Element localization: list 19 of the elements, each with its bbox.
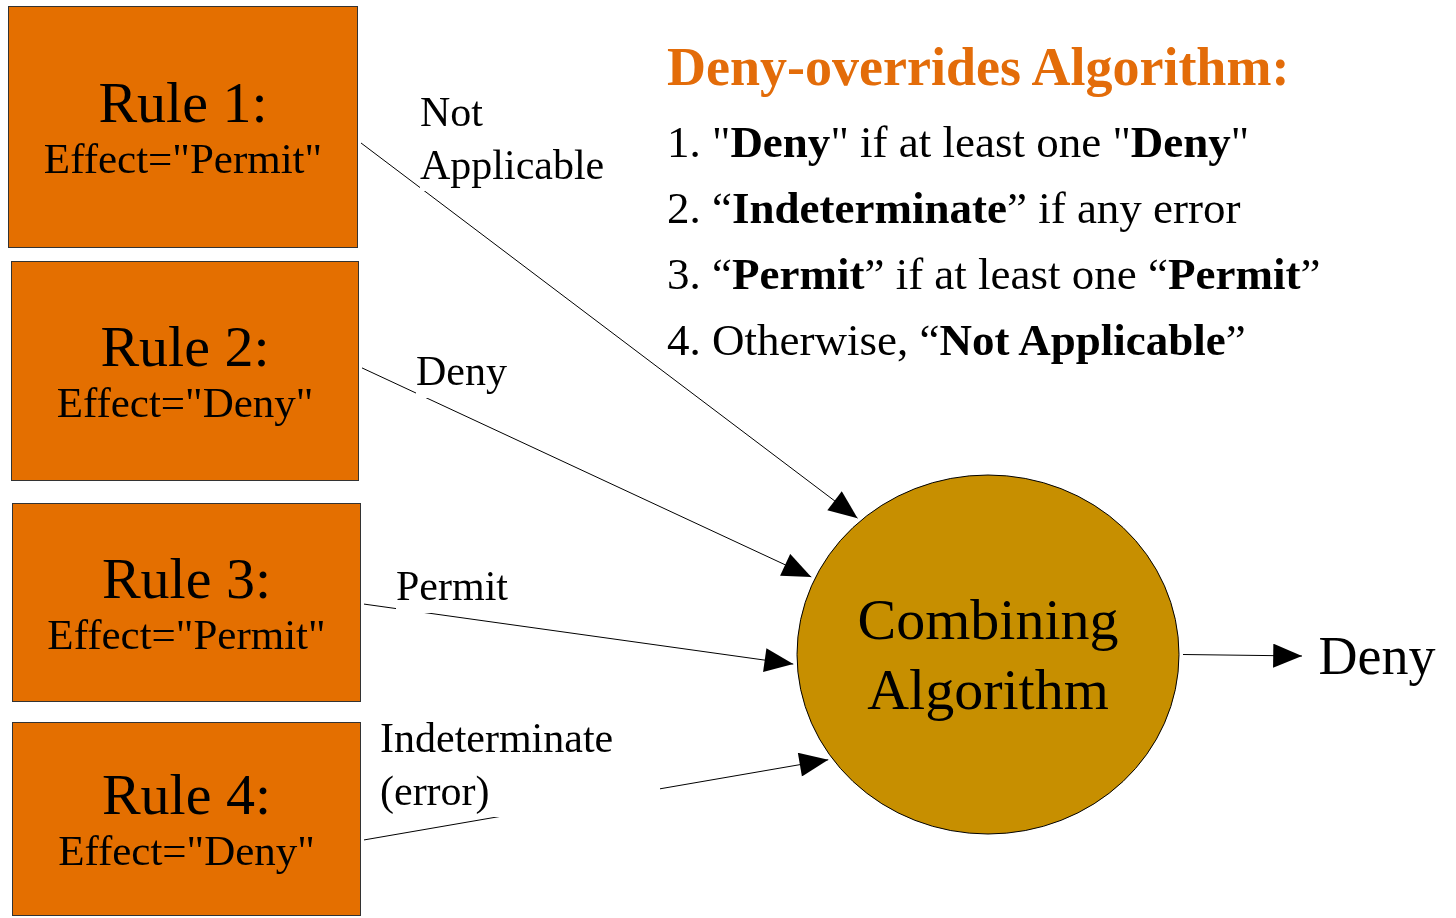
rule-title: Rule 4: bbox=[101, 763, 272, 828]
arrow bbox=[360, 142, 858, 519]
rule-effect: Effect="Permit" bbox=[43, 135, 323, 183]
rule-title: Rule 1: bbox=[98, 71, 268, 136]
arrow bbox=[361, 367, 812, 578]
rule-title: Rule 3: bbox=[101, 546, 272, 611]
rule-title: Rule 2: bbox=[100, 315, 270, 380]
title: Deny-overrides Algorithm: bbox=[667, 36, 1290, 98]
rule-list-item: 1. "Deny" if at least one "Deny" bbox=[667, 116, 1250, 168]
rule-effect: Effect="Permit" bbox=[47, 610, 326, 659]
arrow bbox=[1182, 643, 1303, 668]
rule-effect: Effect="Deny" bbox=[58, 827, 315, 875]
rule-list-item: 3. “Permit” if at least one “Permit” bbox=[667, 248, 1321, 300]
arrow bbox=[363, 603, 794, 672]
rule-list-item: 4. Otherwise, “Not Applicable” bbox=[667, 314, 1246, 366]
algorithm-label: Combining Algorithm bbox=[856, 585, 1120, 724]
rule-effect: Effect="Deny" bbox=[56, 379, 314, 427]
rule-list-item: 2. “Indeterminate” if any error bbox=[667, 182, 1241, 234]
output-label: Deny bbox=[1318, 625, 1436, 687]
